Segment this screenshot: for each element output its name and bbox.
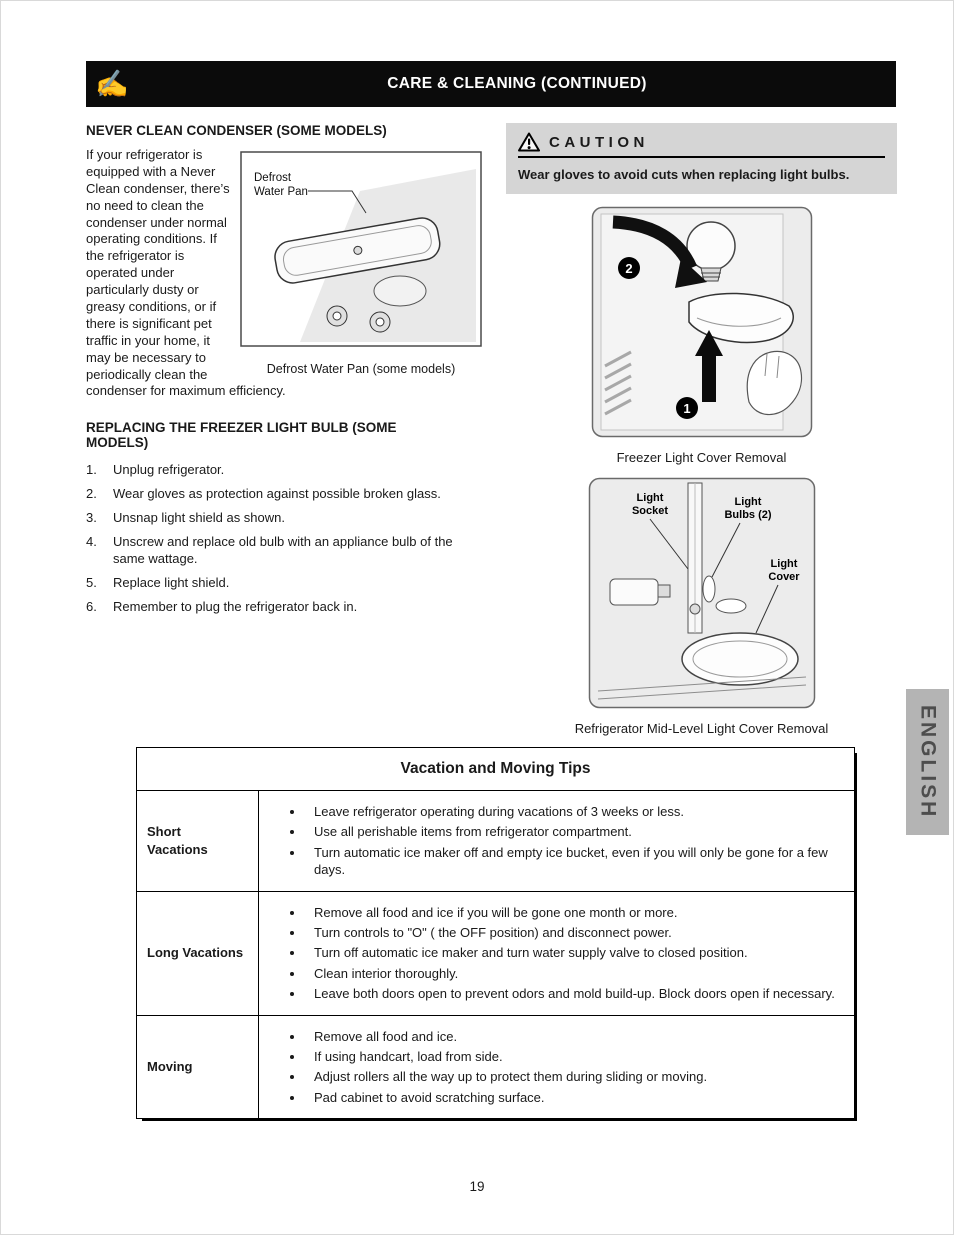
step-text: Unsnap light shield as shown. <box>113 510 285 526</box>
freezer-light-caption: Freezer Light Cover Removal <box>616 450 787 465</box>
step-text: Replace light shield. <box>113 574 230 590</box>
label-light-bulbs-line2: Bulbs (2) <box>724 509 771 521</box>
never-clean-section: Defrost Water Pan Defrost Water Pan (som… <box>86 147 482 400</box>
section-heading-replacing-bulb: REPLACING THE FREEZER LIGHT BULB (SOME M… <box>86 420 397 451</box>
bullet-item: Turn controls to "O" ( the OFF position)… <box>305 924 840 941</box>
defrost-label-line1: Defrost <box>254 172 292 184</box>
defrost-label-line2: Water Pan <box>254 186 308 198</box>
step-text: Remember to plug the refrigerator back i… <box>113 598 358 614</box>
step-number: 4. <box>86 534 97 550</box>
list-item: 4. Unscrew and replace old bulb with an a… <box>86 534 482 568</box>
bullet-item: Use all perishable items from refrigerat… <box>305 823 840 840</box>
table-row-short-vacations: Short Vacations Leave refrigerator opera… <box>137 791 854 892</box>
bulb-steps-list: 1. Unplug refrigerator. 2. Wear gloves as … <box>86 462 482 615</box>
table-row-moving: Moving Remove all food and ice. If using… <box>137 1015 854 1119</box>
step-number: 5. <box>86 574 97 590</box>
midlevel-light-illustration: Light Socket Light Bulbs (2) Light Cover <box>588 477 815 709</box>
header-bar: ✍ CARE & CLEANING (CONTINUED) <box>86 61 896 107</box>
bullet-item: Turn automatic ice maker off and empty i… <box>305 844 840 879</box>
midlevel-light-figure: Light Socket Light Bulbs (2) Light Cover… <box>506 477 897 736</box>
bullet-item: Leave refrigerator operating during vaca… <box>305 803 840 820</box>
bullet-item: Clean interior thoroughly. <box>305 965 840 982</box>
row-bullets: Remove all food and ice. If using handca… <box>259 1016 854 1119</box>
bullet-item: Pad cabinet to avoid scratching surface. <box>305 1089 840 1106</box>
defrost-pan-caption: Defrost Water Pan (some models) <box>266 361 456 376</box>
label-light-socket-line2: Socket <box>631 505 667 517</box>
vacation-moving-table: Vacation and Moving Tips Short Vacations… <box>136 747 855 1120</box>
row-label: Long Vacations <box>137 891 259 1015</box>
vacation-table-title: Vacation and Moving Tips <box>137 748 854 791</box>
list-item: 3. Unsnap light shield as shown. <box>86 510 482 527</box>
row-label: Short Vacations <box>137 791 259 891</box>
list-item: 1. Unplug refrigerator. <box>86 462 482 479</box>
step-text: Unplug refrigerator. <box>113 462 225 478</box>
left-column: NEVER CLEAN CONDENSER (SOME MODELS) Defr… <box>86 123 482 623</box>
never-clean-body: If your refrigerator is equipped with a … <box>86 147 286 399</box>
midlevel-light-caption: Refrigerator Mid-Level Light Cover Remov… <box>574 721 829 736</box>
list-item: 6. Remember to plug the refrigerator back… <box>86 599 482 616</box>
step-badge-1: 1 <box>683 401 690 416</box>
language-side-tab: ENGLISH <box>906 689 949 835</box>
step-text: Wear gloves as protection against possib… <box>113 486 441 502</box>
language-label: ENGLISH <box>916 704 940 820</box>
label-light-cover-line1: Light <box>770 558 797 570</box>
bullet-item: Remove all food and ice if you will be g… <box>305 904 840 921</box>
defrost-pan-figure: Defrost Water Pan Defrost Water Pan (som… <box>240 151 482 377</box>
caution-text: Wear gloves to avoid cuts when replacing… <box>518 167 850 182</box>
caution-header: CAUTION <box>518 132 885 158</box>
step-number: 6. <box>86 598 97 614</box>
row-bullets: Remove all food and ice if you will be g… <box>259 892 854 1015</box>
row-label: Moving <box>137 1015 259 1119</box>
list-item: 5. Replace light shield. <box>86 575 482 592</box>
warning-triangle-icon <box>518 132 540 152</box>
bullet-item: If using handcart, load from side. <box>305 1048 840 1065</box>
label-light-socket-line1: Light <box>636 492 663 504</box>
list-item: 2. Wear gloves as protection against poss… <box>86 486 482 503</box>
bullet-item: Adjust rollers all the way up to protect… <box>305 1068 840 1085</box>
page-number: 19 <box>469 1179 485 1194</box>
freezer-light-figure: 2 1 Freezer Light Cover Removal <box>506 206 897 465</box>
step-text: Unscrew and replace old bulb with an app… <box>113 534 453 566</box>
step-badge-2: 2 <box>625 261 632 276</box>
defrost-pan-illustration: Defrost Water Pan <box>240 151 482 347</box>
cleaning-hand-icon: ✍ <box>95 69 129 99</box>
caution-title: CAUTION <box>549 133 649 151</box>
step-number: 1. <box>86 462 97 478</box>
label-light-cover-line2: Cover <box>768 571 800 583</box>
row-bullets: Leave refrigerator operating during vaca… <box>259 791 854 891</box>
freezer-light-illustration: 2 1 <box>591 206 812 438</box>
step-number: 3. <box>86 510 97 526</box>
right-column: CAUTION Wear gloves to avoid cuts when r… <box>506 123 897 736</box>
bullet-item: Remove all food and ice. <box>305 1028 840 1045</box>
page-title: CARE & CLEANING (CONTINUED) <box>387 75 647 92</box>
bullet-item: Leave both doors open to prevent odors a… <box>305 985 840 1002</box>
caution-box: CAUTION Wear gloves to avoid cuts when r… <box>506 123 897 194</box>
table-row-long-vacations: Long Vacations Remove all food and ice i… <box>137 891 854 1016</box>
section-heading-never-clean: NEVER CLEAN CONDENSER (SOME MODELS) <box>86 123 387 138</box>
label-light-bulbs-line1: Light <box>734 496 761 508</box>
bullet-item: Turn off automatic ice maker and turn wa… <box>305 944 840 961</box>
step-number: 2. <box>86 486 97 502</box>
